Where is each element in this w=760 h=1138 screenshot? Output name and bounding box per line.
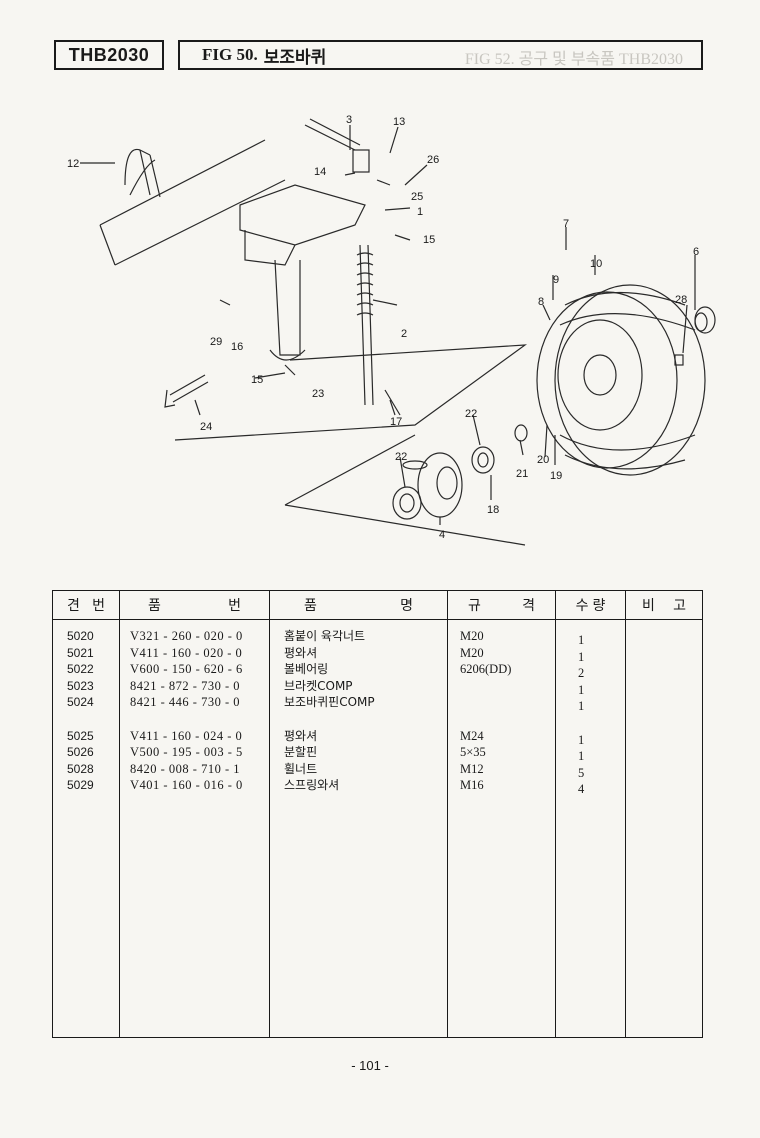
cell-part-no: 8421 - 446 - 730 - 0 <box>130 695 240 710</box>
table-body-row: 5020 5021 5022 5023 5024 5025 5026 5028 … <box>52 619 703 1038</box>
cell-part-no: 8420 - 008 - 710 - 1 <box>130 761 240 776</box>
page-number: - 101 - <box>351 1058 389 1073</box>
cell-spec <box>448 694 555 711</box>
cell-part-name: 브라켓COMP <box>284 678 353 693</box>
model-code-box: THB2030 <box>54 40 164 70</box>
cell-part-no: V500 - 195 - 003 - 5 <box>130 745 243 760</box>
callout-10: 10 <box>590 258 602 270</box>
cell-qty: 1 <box>578 732 585 747</box>
header-qty: 수 량 <box>555 590 626 620</box>
cell-part-name: 볼베어링 <box>284 662 329 677</box>
callout-3: 3 <box>346 114 352 126</box>
callout-17: 17 <box>390 416 402 428</box>
callout-16: 16 <box>231 341 243 353</box>
cell-part-no: V411 - 160 - 024 - 0 <box>130 728 243 743</box>
callout-24: 24 <box>200 421 212 433</box>
cell-spec <box>448 678 555 695</box>
callout-8: 8 <box>538 296 544 308</box>
cell-part-no: 8421 - 872 - 730 - 0 <box>130 678 240 693</box>
cell-spec: M20 <box>460 629 484 643</box>
figure-title-box: FIG 50. 보조바퀴 FIG 52. 공구 및 부속품 THB2030 <box>178 40 703 70</box>
column-part-name: 홈붙이 육각너트 평와셔 볼베어링 브라켓COMP 보조바퀴핀COMP 평와셔 … <box>269 619 448 1038</box>
cell-no: 5022 <box>67 662 94 677</box>
column-part-no: V321 - 260 - 020 - 0 V411 - 160 - 020 - … <box>119 619 270 1038</box>
callout-13: 13 <box>393 116 405 128</box>
cell-part-name: 분할핀 <box>284 745 318 760</box>
callout-22b: 22 <box>395 451 407 463</box>
model-code: THB2030 <box>68 44 150 65</box>
cell-qty: 1 <box>578 649 585 664</box>
column-key-no: 5020 5021 5022 5023 5024 5025 5026 5028 … <box>52 619 120 1038</box>
callout-22a: 22 <box>465 408 477 420</box>
cell-no: 5023 <box>67 678 94 693</box>
cell-no: 5026 <box>67 745 94 760</box>
cell-no: 5024 <box>67 695 94 710</box>
column-spec: M20 M20 6206(DD) M24 5×35 M12 M16 <box>447 619 556 1038</box>
cell-spec: M12 <box>460 761 484 776</box>
cell-part-name: 홈붙이 육각너트 <box>284 629 366 643</box>
callout-23: 23 <box>312 388 324 400</box>
callout-6: 6 <box>693 246 699 258</box>
callout-12: 12 <box>67 158 79 170</box>
cell-part-name: 휠너트 <box>284 761 318 776</box>
callout-20: 20 <box>537 454 549 466</box>
callout-28: 28 <box>675 294 687 306</box>
callout-15a: 15 <box>423 234 435 246</box>
cell-qty: 1 <box>578 699 585 714</box>
cell-no: 5020 <box>67 629 94 643</box>
cell-no: 5028 <box>67 761 94 776</box>
callout-9: 9 <box>553 274 559 286</box>
cell-spec: M16 <box>460 778 484 793</box>
callout-1: 1 <box>417 206 423 218</box>
cell-part-no: V401 - 160 - 016 - 0 <box>130 778 243 793</box>
cell-qty: 1 <box>578 749 585 764</box>
callout-25: 25 <box>411 191 423 203</box>
callout-18: 18 <box>487 504 499 516</box>
cell-part-no: V411 - 160 - 020 - 0 <box>130 645 243 660</box>
figure-title: 보조바퀴 <box>263 47 327 67</box>
cell-part-name: 평와셔 <box>284 728 318 743</box>
cell-no: 5025 <box>67 728 94 743</box>
column-remark <box>625 619 703 1038</box>
callout-15b: 15 <box>251 374 263 386</box>
callout-7: 7 <box>563 218 569 230</box>
cell-spec: M24 <box>460 728 484 743</box>
cell-no: 5021 <box>67 645 94 660</box>
cell-no: 5029 <box>67 778 94 793</box>
exploded-parts-diagram: 12 3 13 14 26 25 1 15 2 29 16 15 23 24 1… <box>67 114 716 546</box>
cell-part-name: 스프링와셔 <box>284 778 340 793</box>
callout-26: 26 <box>427 154 439 166</box>
cell-spec: 6206(DD) <box>460 662 512 677</box>
callout-14: 14 <box>314 166 326 178</box>
cell-spec: M20 <box>460 645 484 660</box>
cell-part-name: 평와셔 <box>284 645 318 660</box>
figure-label: FIG 50. <box>202 45 258 64</box>
cell-part-no: V321 - 260 - 020 - 0 <box>130 629 243 643</box>
cell-qty: 1 <box>578 633 585 647</box>
cell-qty: 5 <box>578 765 585 780</box>
callout-4: 4 <box>439 529 445 541</box>
cell-spec: 5×35 <box>460 745 486 760</box>
column-qty: 1 1 2 1 1 1 1 5 4 <box>555 619 626 1038</box>
cell-qty: 4 <box>578 782 585 797</box>
cell-qty: 2 <box>578 666 585 681</box>
cell-qty: 1 <box>578 682 585 697</box>
cell-part-no: V600 - 150 - 620 - 6 <box>130 662 243 677</box>
callout-2: 2 <box>401 328 407 340</box>
bleed-through-text: FIG 52. 공구 및 부속품 THB2030 <box>464 51 683 68</box>
cell-part-name: 보조바퀴핀COMP <box>284 695 375 710</box>
callout-19: 19 <box>550 470 562 482</box>
callout-29: 29 <box>210 336 222 348</box>
callout-21: 21 <box>516 468 528 480</box>
